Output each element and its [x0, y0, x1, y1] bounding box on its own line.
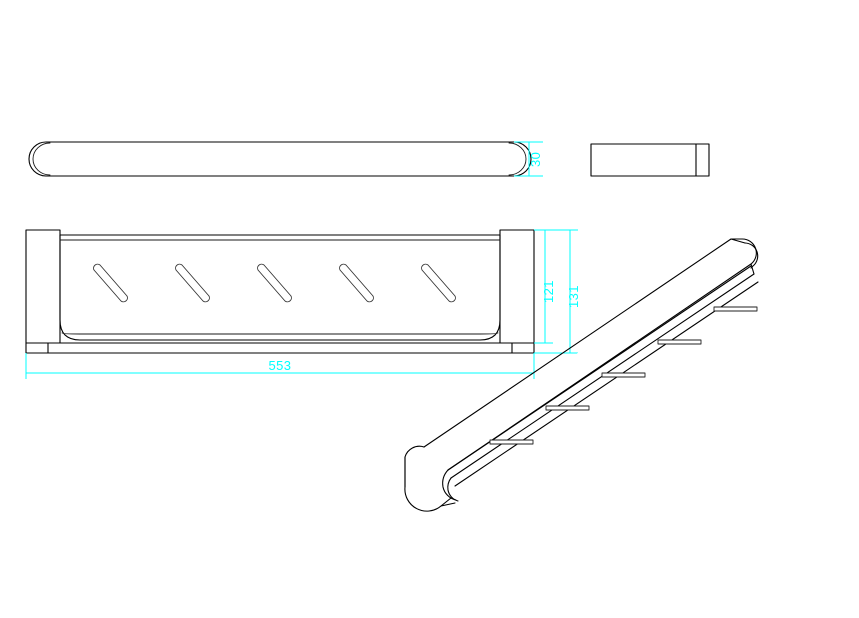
iso-left-endcap-lip	[442, 469, 457, 501]
iso-view-group	[404, 238, 768, 512]
iso-right-endcap-edge	[750, 263, 755, 275]
outer-height-dim-text: 131	[566, 285, 581, 308]
iso-left-endcap-bottom	[440, 502, 456, 507]
front-view-slot-5	[421, 263, 456, 303]
front-view-slot-1	[93, 263, 128, 303]
front-view-left-endcap	[25, 229, 61, 344]
top-view-outline	[28, 141, 532, 177]
side-view-body	[590, 143, 710, 177]
top-view-left-cap-arc	[32, 142, 51, 176]
iso-slot-group	[489, 306, 758, 445]
iso-left-endcap-outer	[404, 445, 452, 512]
front-view-slot-3	[257, 263, 292, 303]
side-view-group	[590, 143, 710, 177]
iso-back-rim-top	[730, 238, 746, 244]
dimension-depth-30: 30	[514, 141, 543, 177]
depth-dim-geometry	[527, 141, 543, 177]
front-view-base-rail	[25, 342, 535, 354]
top-view-group	[28, 141, 532, 177]
iso-slot-4	[657, 339, 702, 345]
front-view-slot-2	[175, 263, 210, 303]
iso-slot-2	[545, 405, 590, 411]
depth-dim-text: 30	[528, 152, 543, 167]
top-view-right-cap-arc	[508, 142, 527, 176]
iso-back-rim-right-cap	[744, 242, 759, 269]
front-view-slot-4	[339, 263, 374, 303]
inner-height-dim-text: 121	[541, 280, 556, 303]
dimension-inner-height-121: 121	[534, 229, 556, 344]
front-view-right-endcap	[499, 229, 535, 344]
iso-slot-3	[601, 372, 646, 378]
dimension-length-553: 553	[25, 353, 535, 379]
iso-top-surface-fill	[434, 247, 768, 456]
depth-dim-extension	[514, 141, 529, 177]
front-view-group	[25, 229, 535, 354]
iso-slot-1	[489, 439, 534, 445]
iso-front-face-band-lower	[454, 281, 759, 487]
length-dim-text: 553	[269, 358, 292, 373]
iso-slot-5	[713, 306, 758, 312]
dimension-outer-height-131: 131	[534, 229, 581, 354]
iso-top-plate-outline	[423, 238, 757, 471]
front-view-inner-bottom-line	[61, 332, 499, 335]
iso-front-edge-line	[447, 265, 752, 471]
iso-left-endcap-lip-inner	[447, 477, 459, 502]
front-view-slot-group	[93, 263, 456, 303]
